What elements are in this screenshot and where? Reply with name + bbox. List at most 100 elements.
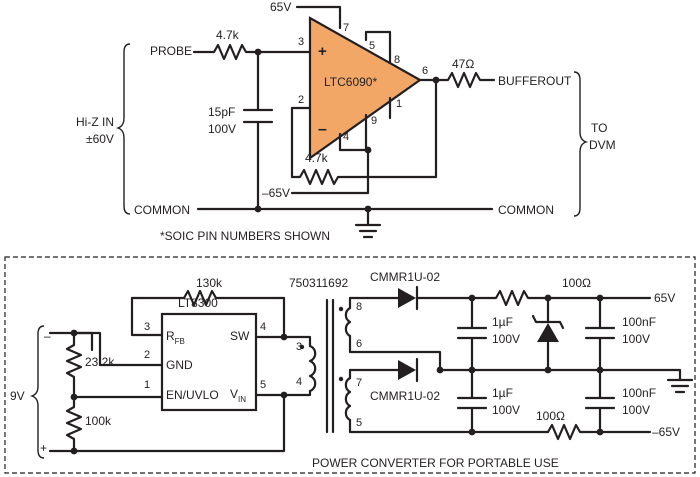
junction-out [432, 76, 440, 84]
label-r2: 100k [85, 414, 112, 428]
ground-icon [354, 207, 382, 239]
wire-sec2-bot [348, 418, 550, 434]
resistor-23k2 [65, 331, 83, 399]
ic-rfb: RFB [166, 329, 185, 346]
pin-7: 7 [343, 22, 349, 34]
label-common-left: COMMON [134, 203, 190, 217]
xf-pin5: 5 [356, 417, 362, 429]
ground-icon-2 [666, 378, 694, 394]
wire-pri-bot [282, 389, 312, 397]
label-caption: POWER CONVERTER FOR PORTABLE USE [312, 456, 559, 470]
xf-pin4: 4 [296, 376, 302, 388]
ic-sw: SW [230, 329, 250, 343]
opamp-label: LTC6090* [324, 75, 377, 89]
ic-pin3: 3 [144, 321, 150, 333]
ic-pin5: 5 [260, 379, 266, 391]
capacitor-1uf-bot [456, 368, 488, 434]
label-c1-val: 1µF [492, 315, 513, 329]
ic-gnd: GND [166, 358, 193, 372]
battery-minus: – [44, 329, 51, 343]
dot-sec2 [338, 376, 344, 382]
label-c2-volt: 100V [622, 332, 650, 346]
minus-sign: – [318, 121, 327, 138]
label-diode-bot: CMMR1U-02 [370, 389, 440, 403]
feedback-path [290, 78, 438, 186]
label-transformer: 750311692 [289, 276, 349, 290]
label-r-top: 100Ω [562, 276, 591, 290]
label-r-bot: 100Ω [536, 409, 565, 423]
transformer-core [325, 298, 335, 434]
wire-sec1-bot [348, 334, 442, 372]
pin-3: 3 [298, 36, 304, 48]
label-common-right: COMMON [498, 203, 554, 217]
ic-pin2: 2 [144, 349, 150, 361]
pin-8: 8 [394, 54, 400, 66]
ic-pin1: 1 [144, 379, 150, 391]
label-cap-volt: 100V [208, 122, 236, 136]
label-9v: 9V [10, 389, 25, 403]
wire-vin [72, 393, 286, 453]
ic-en: EN/UVLO [166, 388, 219, 402]
label-to: TO [591, 121, 607, 135]
xf-pin6: 6 [356, 338, 362, 350]
ic-pin4: 4 [260, 321, 266, 333]
label-c3-val: 1µF [492, 386, 513, 400]
converter-frame [4, 256, 696, 474]
label-c1-volt: 100V [492, 332, 520, 346]
secondary-winding-2 [344, 376, 352, 422]
xf-pin8: 8 [356, 301, 362, 313]
wire-pin5-8 [364, 30, 392, 64]
resistor-47-out [418, 71, 496, 89]
label-65v-top: 65V [270, 0, 291, 14]
wire-65v [295, 5, 342, 30]
label-out-neg: –65V [652, 425, 680, 439]
capacitor-15pf [242, 50, 274, 211]
resistor-100k [65, 395, 83, 453]
junction-c3-bot [468, 428, 476, 436]
diode-top-icon [398, 288, 416, 308]
xf-pin3: 3 [296, 341, 302, 353]
dot-sec1 [338, 306, 344, 312]
label-c4-val: 100nF [622, 386, 656, 400]
pin-9: 9 [371, 115, 377, 127]
capacitor-1uf-top [456, 296, 488, 372]
resistor-4k7-in [192, 43, 312, 61]
diode-bot-icon [398, 360, 416, 380]
label-r-out: 47Ω [452, 57, 474, 71]
converter-circuit: – + 9V 23.2k 100k 2 1 LT8300 RFB GND EN/… [10, 270, 694, 470]
zener-bar [531, 314, 565, 330]
label-c2-val: 100nF [622, 315, 656, 329]
primary-winding [308, 344, 317, 393]
label-cap-val: 15pF [208, 105, 235, 119]
label-r130k: 130k [196, 276, 223, 290]
label-probe: PROBE [150, 44, 192, 58]
label-out-pos: 65V [654, 291, 675, 305]
ic-vin: VIN [230, 387, 246, 404]
zener-icon [537, 323, 559, 342]
junction-common-cap [254, 205, 262, 213]
xf-pin7: 7 [356, 377, 362, 389]
wire-pri-top [282, 335, 312, 348]
label-bufferout: BUFFEROUT [498, 74, 572, 88]
label-soic-note: *SOIC PIN NUMBERS SHOWN [160, 229, 330, 243]
wire-gnd-pin2 [72, 331, 164, 367]
pin-4: 4 [343, 131, 349, 143]
buffer-circuit: 65V 7 5 8 1 + – LTC6090* PROBE 4.7k 3 15… [76, 0, 616, 243]
lt8300-ic [160, 312, 258, 412]
capacitor-100nf-top [584, 296, 616, 372]
wire-neg65 [290, 148, 370, 195]
resistor-130k [130, 289, 286, 339]
plus-sign: + [318, 43, 327, 60]
label-hiz1: Hi-Z IN [76, 115, 114, 129]
label-r-fb: 4.7k [305, 151, 329, 165]
dot-pri [299, 344, 305, 350]
battery-plus: + [40, 441, 47, 455]
junction-ct [436, 366, 444, 374]
brace-right [573, 71, 589, 217]
resistor-100-bot [546, 423, 652, 441]
wire-pin4 [338, 132, 370, 152]
wire-mid-rail [438, 368, 682, 382]
brace-battery [29, 325, 45, 459]
label-dvm: DVM [589, 138, 616, 152]
